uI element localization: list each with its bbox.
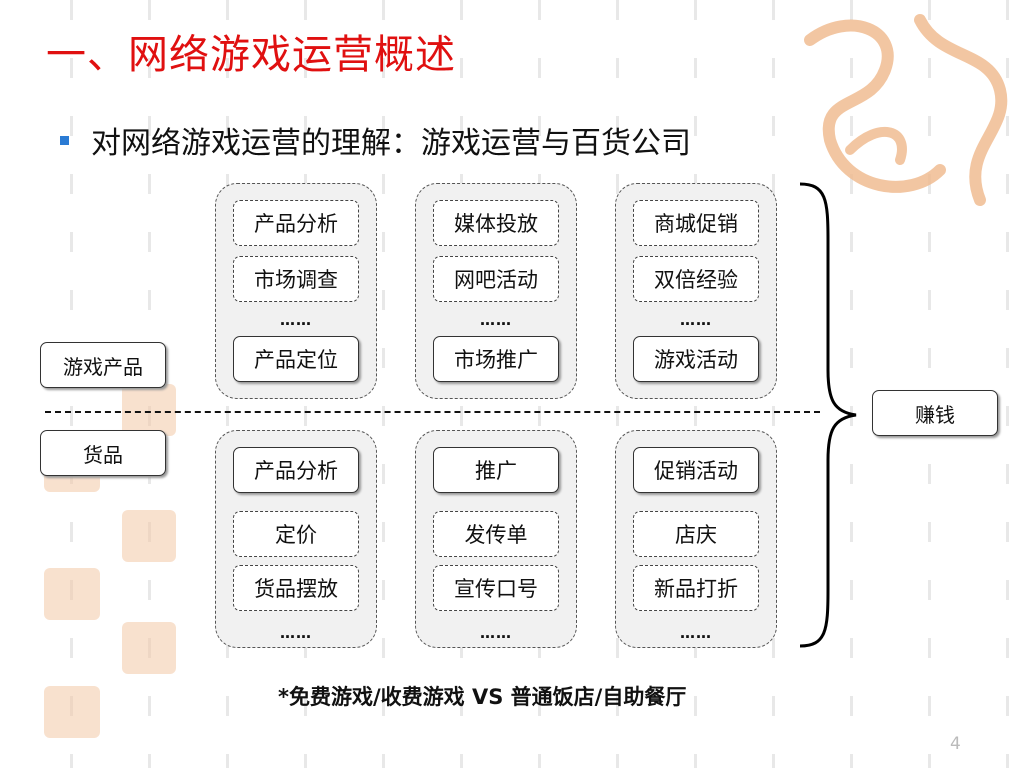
- box-item: 产品定位: [233, 336, 359, 382]
- box-item: 新品打折: [633, 565, 759, 611]
- ellipsis-text: ……: [480, 624, 512, 642]
- seal-decoration: [122, 510, 176, 562]
- group-top-promotion: 媒体投放 网吧活动 …… 市场推广: [415, 183, 577, 399]
- bullet-square-icon: [60, 135, 69, 145]
- page-title: 一、网络游戏运营概述: [46, 32, 456, 78]
- seal-decoration: [122, 384, 176, 436]
- box-item: 发传单: [433, 511, 559, 557]
- box-item: 店庆: [633, 511, 759, 557]
- box-item: 产品分析: [233, 447, 359, 493]
- group-bottom-goods: 产品分析 定价 货品摆放 ……: [215, 430, 377, 648]
- box-item: 宣传口号: [433, 565, 559, 611]
- box-item: 货品摆放: [233, 565, 359, 611]
- ellipsis-text: ……: [280, 311, 312, 329]
- box-item: 促销活动: [633, 447, 759, 493]
- label-game-product: 游戏产品: [40, 342, 166, 388]
- box-item: 网吧活动: [433, 256, 559, 302]
- box-item: 定价: [233, 511, 359, 557]
- label-goods: 货品: [40, 430, 166, 476]
- seal-decoration: [44, 568, 100, 620]
- label-make-money: 赚钱: [872, 390, 998, 436]
- calligraphy-seal-decoration: [790, 0, 1020, 230]
- ellipsis-text: ……: [280, 624, 312, 642]
- group-top-activities: 商城促销 双倍经验 …… 游戏活动: [615, 183, 777, 399]
- group-bottom-sales: 促销活动 店庆 新品打折 ……: [615, 430, 777, 648]
- box-item: 产品分析: [233, 200, 359, 246]
- group-top-product: 产品分析 市场调查 …… 产品定位: [215, 183, 377, 399]
- box-item: 推广: [433, 447, 559, 493]
- bullet-item: 对网络游戏运营的理解：游戏运营与百货公司: [60, 118, 691, 162]
- ellipsis-text: ……: [680, 624, 712, 642]
- box-item: 双倍经验: [633, 256, 759, 302]
- bullet-text: 对网络游戏运营的理解：游戏运营与百货公司: [91, 126, 691, 161]
- box-item: 商城促销: [633, 200, 759, 246]
- dashed-divider: [45, 411, 820, 413]
- box-item: 市场调查: [233, 256, 359, 302]
- box-item: 游戏活动: [633, 336, 759, 382]
- box-item: 媒体投放: [433, 200, 559, 246]
- page-number: 4: [950, 734, 961, 754]
- ellipsis-text: ……: [680, 311, 712, 329]
- ellipsis-text: ……: [480, 311, 512, 329]
- footer-note: *免费游戏/收费游戏 VS 普通饭店/自助餐厅: [278, 685, 687, 709]
- curly-brace-icon: [799, 182, 857, 648]
- group-bottom-promotion: 推广 发传单 宣传口号 ……: [415, 430, 577, 648]
- box-item: 市场推广: [433, 336, 559, 382]
- seal-decoration: [44, 686, 100, 738]
- seal-decoration: [122, 622, 176, 674]
